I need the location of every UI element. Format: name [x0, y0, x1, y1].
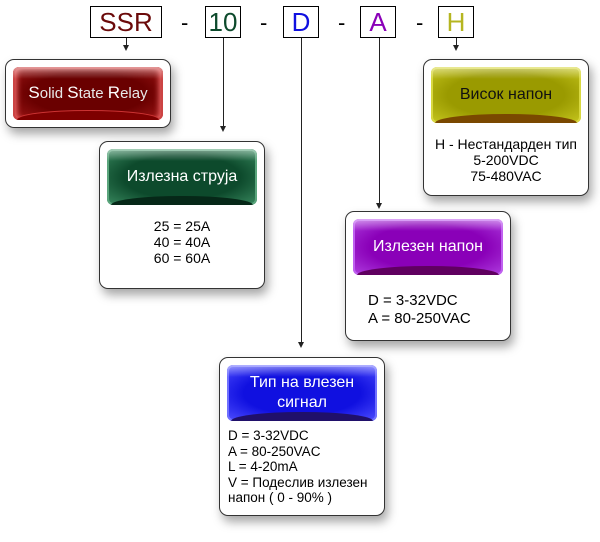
arrow-current-icon: [220, 126, 226, 132]
option-line: 75-480VAC: [470, 168, 542, 184]
input-signal-options: D = 3-32VDC A = 80-250VAC L = 4-20mA V =…: [228, 428, 384, 506]
option-line: A = 80-250VAC: [228, 443, 321, 459]
separator-1: -: [181, 10, 189, 35]
arrow-ssr-icon: [123, 45, 129, 51]
code-box-input: D: [283, 6, 319, 38]
card-input-signal: Тип на влезен сигнал D = 3-32VDC A = 80-…: [219, 357, 385, 516]
code-box-ssr: SSR: [90, 6, 162, 38]
title-letter-r: R: [107, 83, 121, 102]
title-high-voltage: Висок напон: [431, 67, 581, 123]
card-high-voltage: Висок напон H - Нестандарден тип 5-200VD…: [423, 59, 589, 196]
connector-hv: [456, 38, 457, 45]
connector-input: [301, 38, 302, 342]
option-line: 60 = 60A: [153, 250, 211, 266]
title-word-tate: tate: [78, 85, 108, 102]
code-box-hv: H: [438, 6, 474, 38]
separator-4: -: [416, 10, 424, 35]
option-line: D = 3-32VDC: [368, 292, 458, 309]
connector-ssr: [126, 38, 127, 45]
title-text: Излезен напон: [372, 238, 483, 255]
connector-current: [223, 38, 224, 126]
option-line: A = 80-250VAC: [368, 310, 471, 327]
title-output-voltage: Излезен напон: [353, 219, 503, 275]
option-line: 25 = 25A: [153, 218, 211, 234]
title-letter-s2: S: [67, 83, 79, 102]
card-solid-state-relay: Solid State Relay: [5, 59, 171, 128]
arrow-output-icon: [376, 203, 382, 209]
title-solid-state-relay: Solid State Relay: [13, 67, 163, 120]
code-hv: H: [446, 7, 466, 37]
separator-3: -: [338, 10, 346, 35]
current-options: 25 = 25A 40 = 40A 60 = 60A: [100, 218, 264, 266]
title-word-olid: olid: [39, 85, 68, 102]
high-voltage-options: H - Нестандарден тип 5-200VDC 75-480VAC: [424, 136, 588, 184]
code-output: A: [369, 7, 387, 37]
arrow-hv-icon: [453, 45, 459, 51]
card-output-current: Излезна струја 25 = 25A 40 = 40A 60 = 60…: [99, 141, 265, 289]
title-line-1: Тип на влезен: [249, 374, 355, 391]
option-line: H - Нестандарден тип: [434, 136, 578, 152]
option-line: напон ( 0 - 90% ): [228, 490, 333, 505]
card-output-voltage: Излезен напон D = 3-32VDC A = 80-250VAC: [345, 211, 511, 341]
title-line-2: сигнал: [277, 394, 327, 411]
title-word-elay: elay: [120, 85, 148, 102]
title-input-signal: Тип на влезен сигнал: [227, 365, 377, 421]
code-box-output: A: [360, 6, 396, 38]
code-ssr: SSR: [99, 7, 153, 37]
output-voltage-options: D = 3-32VDC A = 80-250VAC: [368, 292, 510, 328]
code-input: D: [291, 7, 311, 37]
option-line: D = 3-32VDC: [228, 428, 309, 443]
title-text: Висок напон: [459, 86, 553, 103]
option-line: 5-200VDC: [473, 152, 539, 168]
code-current: 10: [208, 7, 238, 37]
arrow-input-icon: [298, 342, 304, 348]
option-line: L = 4-20mA: [228, 459, 298, 474]
title-output-current: Излезна струја: [107, 149, 257, 205]
title-text: Solid State Relay: [28, 83, 147, 104]
title-letter-s1: S: [28, 83, 40, 102]
option-line: V = Подеслив излезен: [228, 474, 368, 490]
option-line: 40 = 40A: [153, 234, 211, 250]
separator-2: -: [260, 10, 268, 35]
title-text: Излезна струја: [126, 168, 238, 185]
connector-output: [379, 38, 380, 203]
code-box-current: 10: [205, 6, 241, 38]
